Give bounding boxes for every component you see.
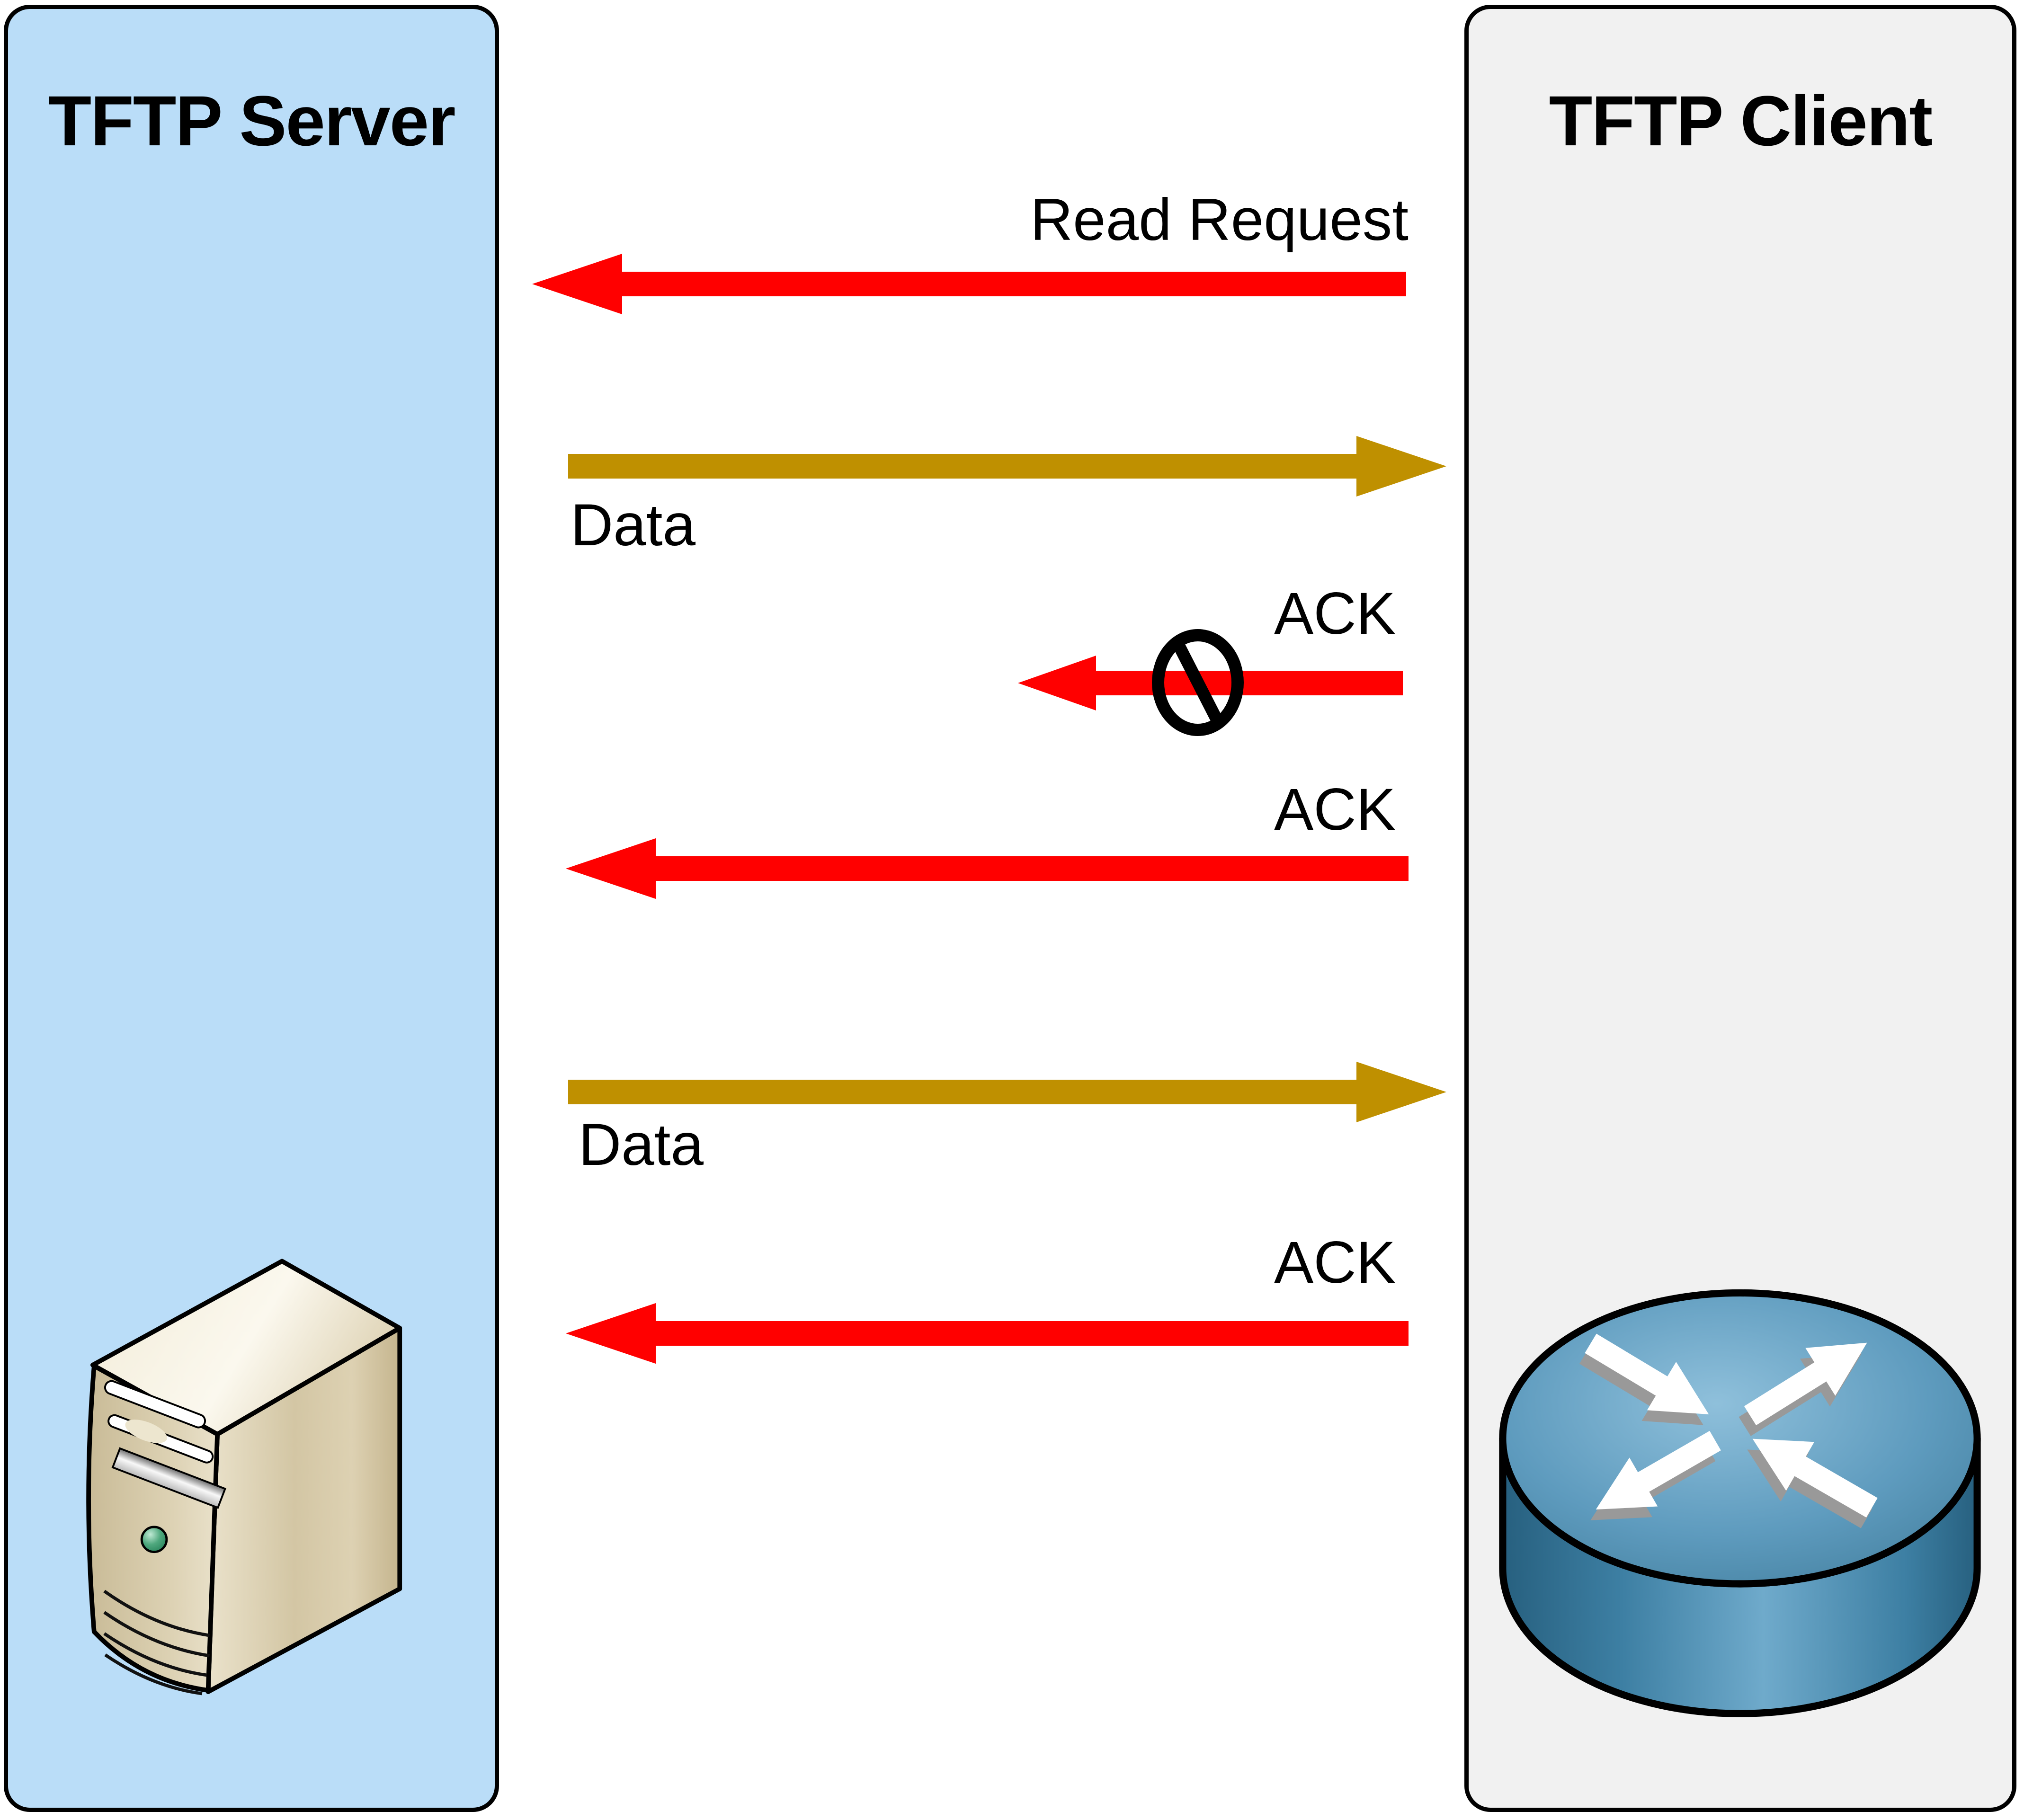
message-label: ACK — [1274, 581, 1396, 647]
router-arrows — [1579, 1333, 1878, 1528]
message-arrow — [566, 838, 1409, 899]
server-tower-icon — [83, 1250, 412, 1711]
message-label: Data — [579, 1112, 704, 1178]
message-label: ACK — [1274, 1230, 1396, 1296]
message-label: ACK — [1274, 777, 1396, 843]
message-label: Data — [571, 492, 696, 558]
message-label: Read Request — [1030, 187, 1409, 253]
router-icon — [1494, 1285, 1986, 1735]
client-panel-title: TFTP Client — [1549, 81, 1933, 160]
message-arrow — [566, 1303, 1409, 1364]
message-arrow — [532, 254, 1406, 314]
message-arrow — [1018, 656, 1403, 710]
message-arrow — [568, 436, 1446, 497]
prohibition-icon — [1152, 629, 1244, 736]
server-panel-title: TFTP Server — [48, 81, 456, 160]
